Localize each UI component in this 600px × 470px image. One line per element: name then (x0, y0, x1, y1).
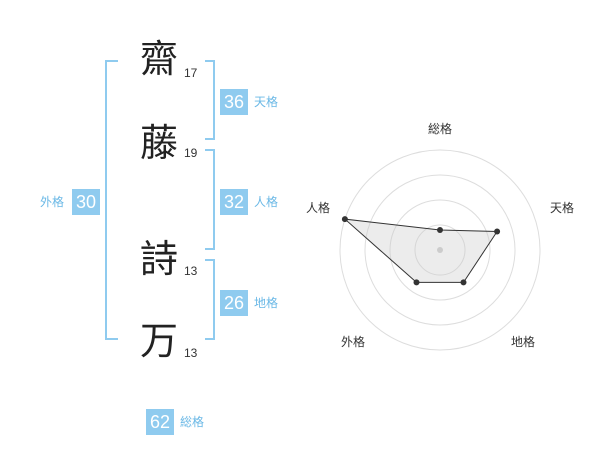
stroke-count-1: 17 (184, 66, 198, 80)
soukaku-badge: 62 (146, 409, 174, 435)
radar-point-4 (413, 279, 420, 286)
radar-center-dot (437, 247, 443, 253)
stroke-count-3: 13 (184, 264, 198, 278)
soukaku-label: 総格 (180, 415, 205, 429)
radar-ring (339, 149, 541, 351)
chikaku-label: 地格 (254, 296, 279, 310)
radar-point-2 (494, 228, 501, 235)
jinkaku-badge: 32 (220, 189, 248, 215)
chikaku-bracket (205, 259, 215, 340)
gaikaku-badge: 30 (72, 189, 100, 215)
radar-ring (414, 224, 466, 276)
tenkaku-label: 天格 (254, 95, 279, 109)
jinkaku-bracket (205, 149, 215, 250)
radar-data-polygon (343, 218, 499, 283)
radar-ring (364, 174, 516, 326)
radar-point-3 (460, 279, 467, 286)
radar-axis-label-chikaku: 地格 (511, 334, 535, 349)
name-char-4: 万 (140, 319, 179, 363)
gaikaku-label: 外格 (40, 195, 65, 209)
name-char-3: 詩 (140, 237, 179, 281)
radar-chart: 総格 天格 地格 外格 人格 (306, 121, 574, 351)
radar-axis-label-gaikaku: 外格 (341, 334, 365, 349)
radar-point-5 (341, 216, 348, 223)
chikaku-badge: 26 (220, 290, 248, 316)
gaikaku-bracket (105, 60, 118, 340)
radar-ring (389, 199, 491, 301)
stroke-count-4: 13 (184, 346, 198, 360)
tenkaku-bracket (205, 60, 215, 140)
name-char-2: 藤 (140, 121, 179, 165)
radar-axis-label-tenkaku: 天格 (550, 200, 574, 215)
stroke-count-2: 19 (184, 146, 198, 160)
radar-rings (339, 149, 541, 351)
jinkaku-label: 人格 (254, 195, 279, 209)
tenkaku-badge: 36 (220, 89, 248, 115)
name-char-1: 齋 (140, 37, 179, 81)
radar-point-1 (437, 227, 443, 233)
radar-axis-label-jinkaku: 人格 (306, 200, 330, 215)
radar-axis-label-soukaku: 総格 (428, 121, 452, 136)
